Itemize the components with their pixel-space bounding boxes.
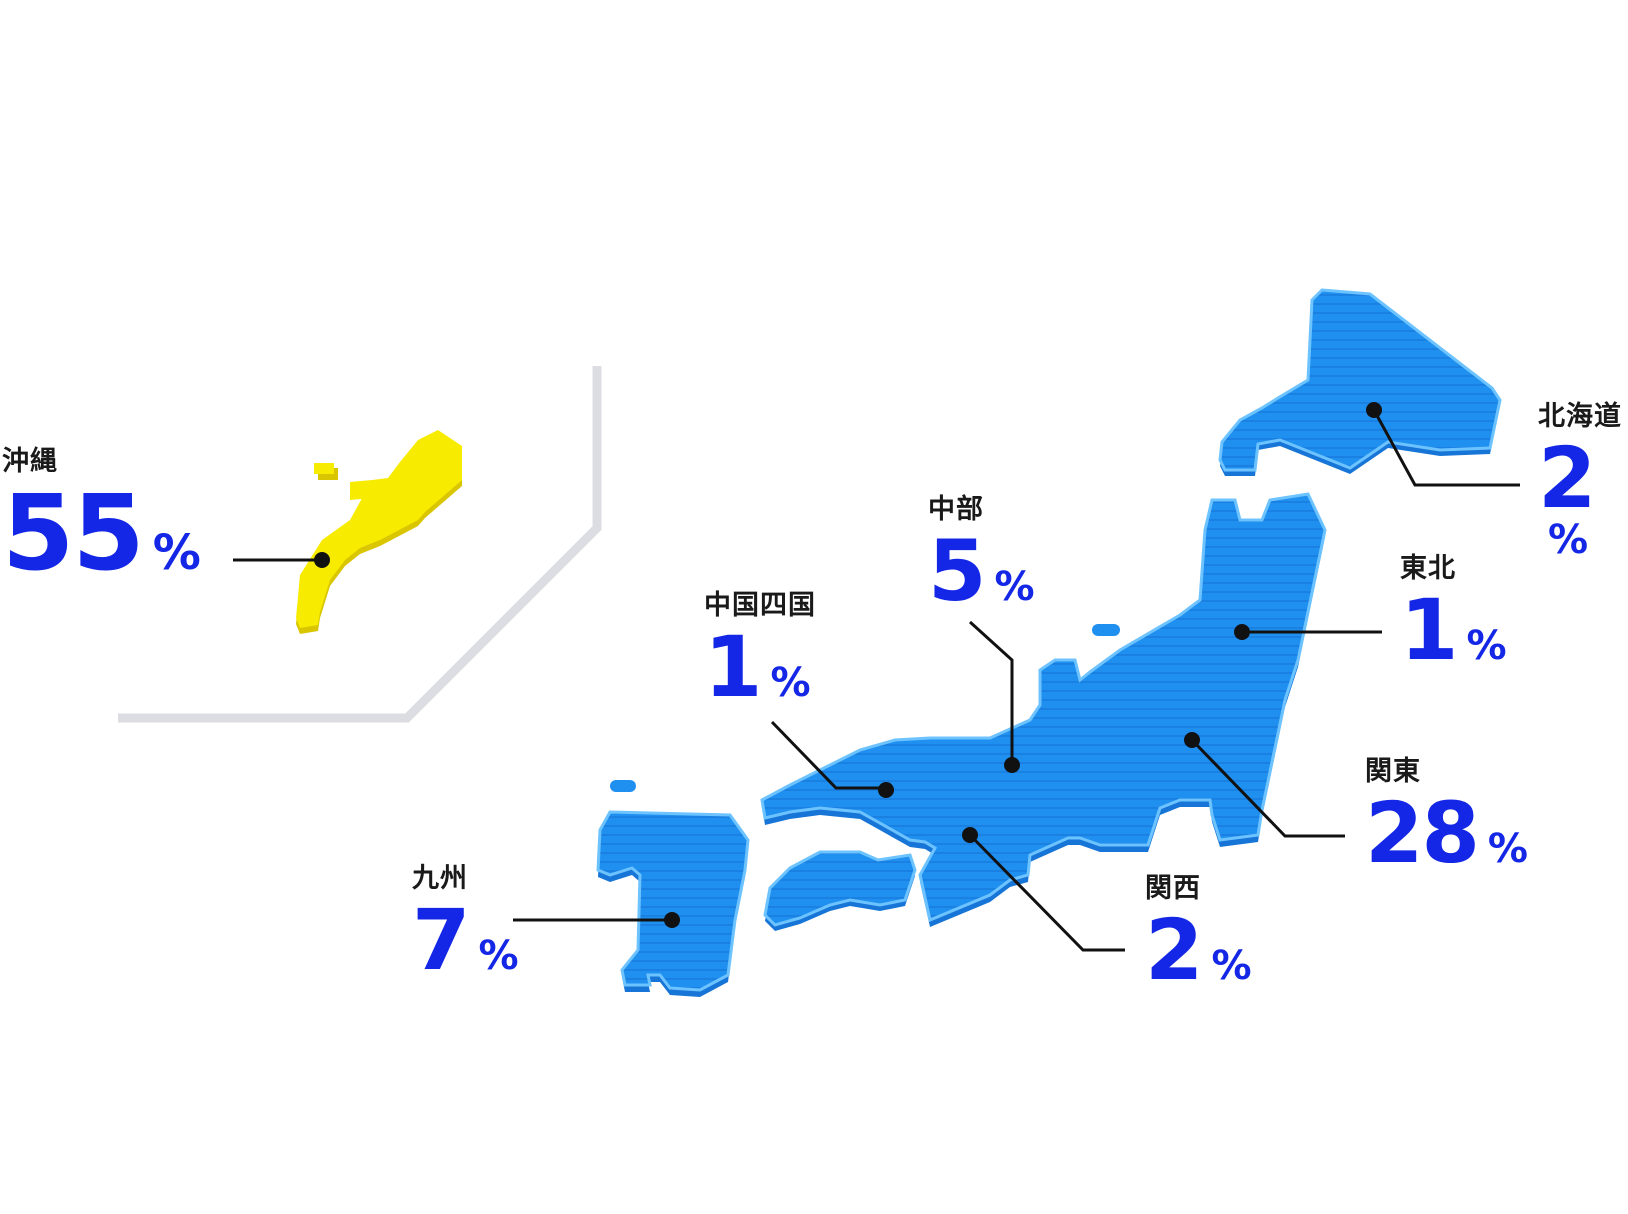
okinawa-leader — [233, 552, 330, 568]
chubu-unit: % — [994, 564, 1035, 610]
okinawa-island — [296, 430, 462, 634]
chubu-leader — [968, 620, 1020, 773]
kyushu-marker-dot — [664, 912, 680, 928]
tohoku-value: 1 — [1400, 581, 1458, 679]
hokkaido-unit: % — [1548, 517, 1589, 563]
chubu-label: 中部 5% — [928, 496, 1035, 613]
kanto-marker-dot — [1184, 732, 1200, 748]
okinawa-marker-dot — [314, 552, 330, 568]
tohoku-leader — [1234, 624, 1382, 640]
kyushu-value: 7 — [412, 891, 470, 989]
kyushu-island — [596, 780, 750, 997]
kyushu-leader — [513, 912, 680, 928]
kanto-unit: % — [1487, 826, 1528, 872]
hokkaido-label: 北海道 2% — [1538, 403, 1628, 560]
okinawa-name: 沖縄 — [2, 446, 58, 477]
okinawa-inset-divider — [118, 366, 602, 723]
hokkaido-leader — [1366, 402, 1520, 487]
kansai-marker-dot — [962, 827, 978, 843]
chugoku-shikoku-value: 1 — [704, 618, 762, 716]
chugoku-shikoku-leader — [770, 720, 894, 798]
kyushu-unit: % — [478, 933, 519, 979]
kansai-label: 関西 2% — [1145, 875, 1252, 992]
hokkaido-value: 2 — [1538, 429, 1596, 527]
honshu-island — [760, 492, 1327, 927]
kyushu-name: 九州 — [412, 863, 468, 894]
kansai-value: 2 — [1145, 901, 1203, 999]
tohoku-label: 東北 1% — [1400, 555, 1507, 672]
kanto-leader — [1184, 732, 1345, 838]
kansai-leader — [962, 827, 1125, 952]
kansai-unit: % — [1211, 943, 1252, 989]
chubu-marker-dot — [1004, 757, 1020, 773]
okinawa-unit: % — [152, 525, 201, 581]
shikoku-island — [763, 850, 917, 931]
tohoku-marker-dot — [1234, 624, 1250, 640]
chugoku-shikoku-name: 中国四国 — [704, 590, 816, 621]
okinawa-value: 55 — [2, 472, 145, 594]
okinawa-label: 沖縄 55% — [2, 448, 201, 585]
kansai-name: 関西 — [1145, 873, 1201, 904]
hokkaido-island — [1218, 288, 1502, 476]
tohoku-unit: % — [1466, 623, 1507, 669]
kanto-value: 28 — [1365, 784, 1480, 882]
chubu-name: 中部 — [928, 494, 984, 525]
tohoku-name: 東北 — [1400, 553, 1456, 584]
chubu-value: 5 — [928, 522, 986, 620]
kanto-name: 関東 — [1365, 756, 1421, 787]
hokkaido-marker-dot — [1366, 402, 1382, 418]
chugoku-shikoku-label: 中国四国 1% — [704, 592, 816, 709]
chugoku-shikoku-unit: % — [770, 660, 811, 706]
kanto-label: 関東 28% — [1365, 758, 1528, 875]
kyushu-label: 九州 7% — [412, 865, 519, 982]
chugoku-shikoku-marker-dot — [878, 782, 894, 798]
hokkaido-name: 北海道 — [1538, 401, 1622, 432]
